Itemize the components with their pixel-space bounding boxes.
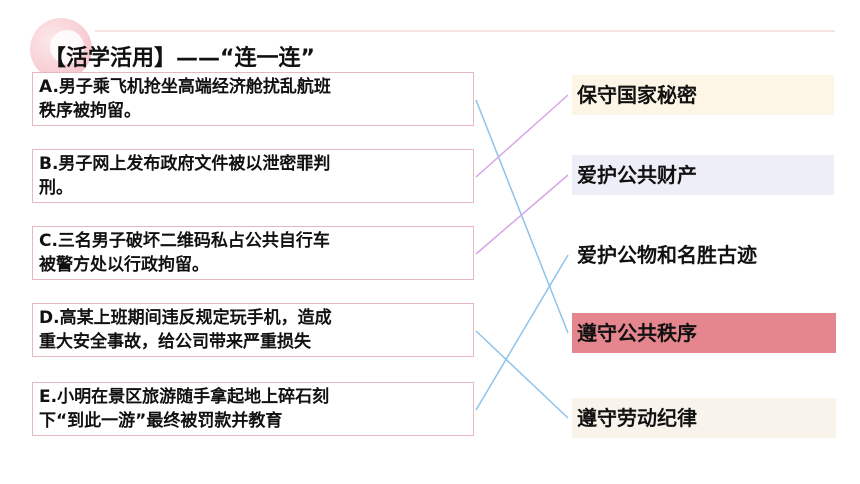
left-item-e-line1: E.小明在景区旅游随手拿起地上碎石刻	[39, 387, 330, 407]
connection-line-4	[475, 254, 569, 411]
left-item-b-line2: 刑。	[39, 178, 73, 198]
answer-observe-labor-discipline[interactable]: 遵守劳动纪律	[572, 398, 836, 438]
left-item-b[interactable]: B.男子网上发布政府文件被以泄密罪判 刑。	[32, 149, 474, 203]
connection-line-3	[475, 330, 569, 419]
left-item-d-line2: 重大安全事故，给公司带来严重损失	[39, 332, 311, 352]
left-item-a-line2: 秩序被拘留。	[39, 101, 141, 121]
left-item-a[interactable]: A.男子乘飞机抢坐高端经济舱扰乱航班 秩序被拘留。	[32, 72, 474, 126]
decorative-rule	[95, 30, 835, 32]
answer-observe-public-order[interactable]: 遵守公共秩序	[572, 313, 836, 353]
left-item-e-line2: 下“到此一游”最终被罚款并教育	[39, 411, 283, 431]
left-item-c-line2: 被警方处以行政拘留。	[39, 255, 209, 275]
left-item-c[interactable]: C.三名男子破坏二维码私占公共自行车 被警方处以行政拘留。	[32, 226, 474, 280]
answer-protect-public-property[interactable]: 爱护公共财产	[572, 155, 834, 195]
left-item-d-line1: D.高某上班期间违反规定玩手机，造成	[39, 308, 332, 328]
connection-line-0	[475, 99, 569, 334]
left-item-e[interactable]: E.小明在景区旅游随手拿起地上碎石刻 下“到此一游”最终被罚款并教育	[32, 382, 474, 436]
answer-protect-state-secrets[interactable]: 保守国家秘密	[572, 75, 834, 115]
left-item-d[interactable]: D.高某上班期间违反规定玩手机，造成 重大安全事故，给公司带来严重损失	[32, 303, 474, 357]
decorative-circle-inner	[50, 30, 84, 64]
left-item-c-line1: C.三名男子破坏二维码私占公共自行车	[39, 231, 330, 251]
connection-line-1	[475, 94, 569, 178]
left-item-a-line1: A.男子乘飞机抢坐高端经济舱扰乱航班	[39, 77, 331, 97]
page-title: 【活学活用】——“连一连”	[44, 46, 315, 71]
connection-line-2	[475, 174, 569, 255]
left-item-b-line1: B.男子网上发布政府文件被以泄密罪判	[39, 154, 331, 174]
answer-protect-public-facilities-heritage[interactable]: 爱护公物和名胜古迹	[572, 235, 842, 275]
